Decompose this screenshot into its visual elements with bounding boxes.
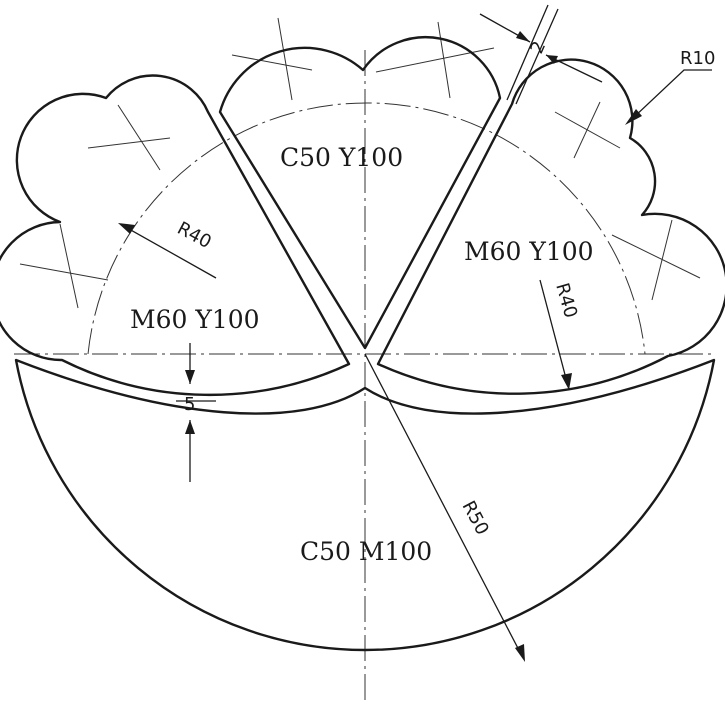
right-r40-leader xyxy=(539,279,572,390)
gap-dimension xyxy=(479,4,603,105)
left-petal-label: M60 Y100 xyxy=(130,305,260,334)
bottom-bowl-label: C50 M100 xyxy=(300,537,432,566)
band-width-dimension-label: 5 xyxy=(184,394,195,415)
center-lines xyxy=(14,50,712,705)
r10-leader xyxy=(625,69,712,125)
left-r40-dimension-label: R40 xyxy=(174,218,215,253)
left-petal-shape xyxy=(0,74,351,397)
top-petal-label: C50 Y100 xyxy=(280,143,403,172)
r10-dimension-label: R10 xyxy=(680,48,715,69)
right-petal-label: M60 Y100 xyxy=(464,237,594,266)
right-r40-dimension-label: R40 xyxy=(551,281,581,321)
lobe-construction-lines xyxy=(19,17,701,309)
petal-arc-center-line xyxy=(87,102,646,355)
gap-dimension-label: 2 xyxy=(526,38,550,57)
left-r40-leader xyxy=(118,223,217,279)
top-petal-shape xyxy=(218,36,502,350)
band-width-dimension xyxy=(176,343,216,482)
bottom-bowl-shape xyxy=(14,358,716,652)
r50-dimension-label: R50 xyxy=(458,497,493,538)
r50-leader xyxy=(364,353,525,662)
right-petal-shape xyxy=(376,58,725,395)
